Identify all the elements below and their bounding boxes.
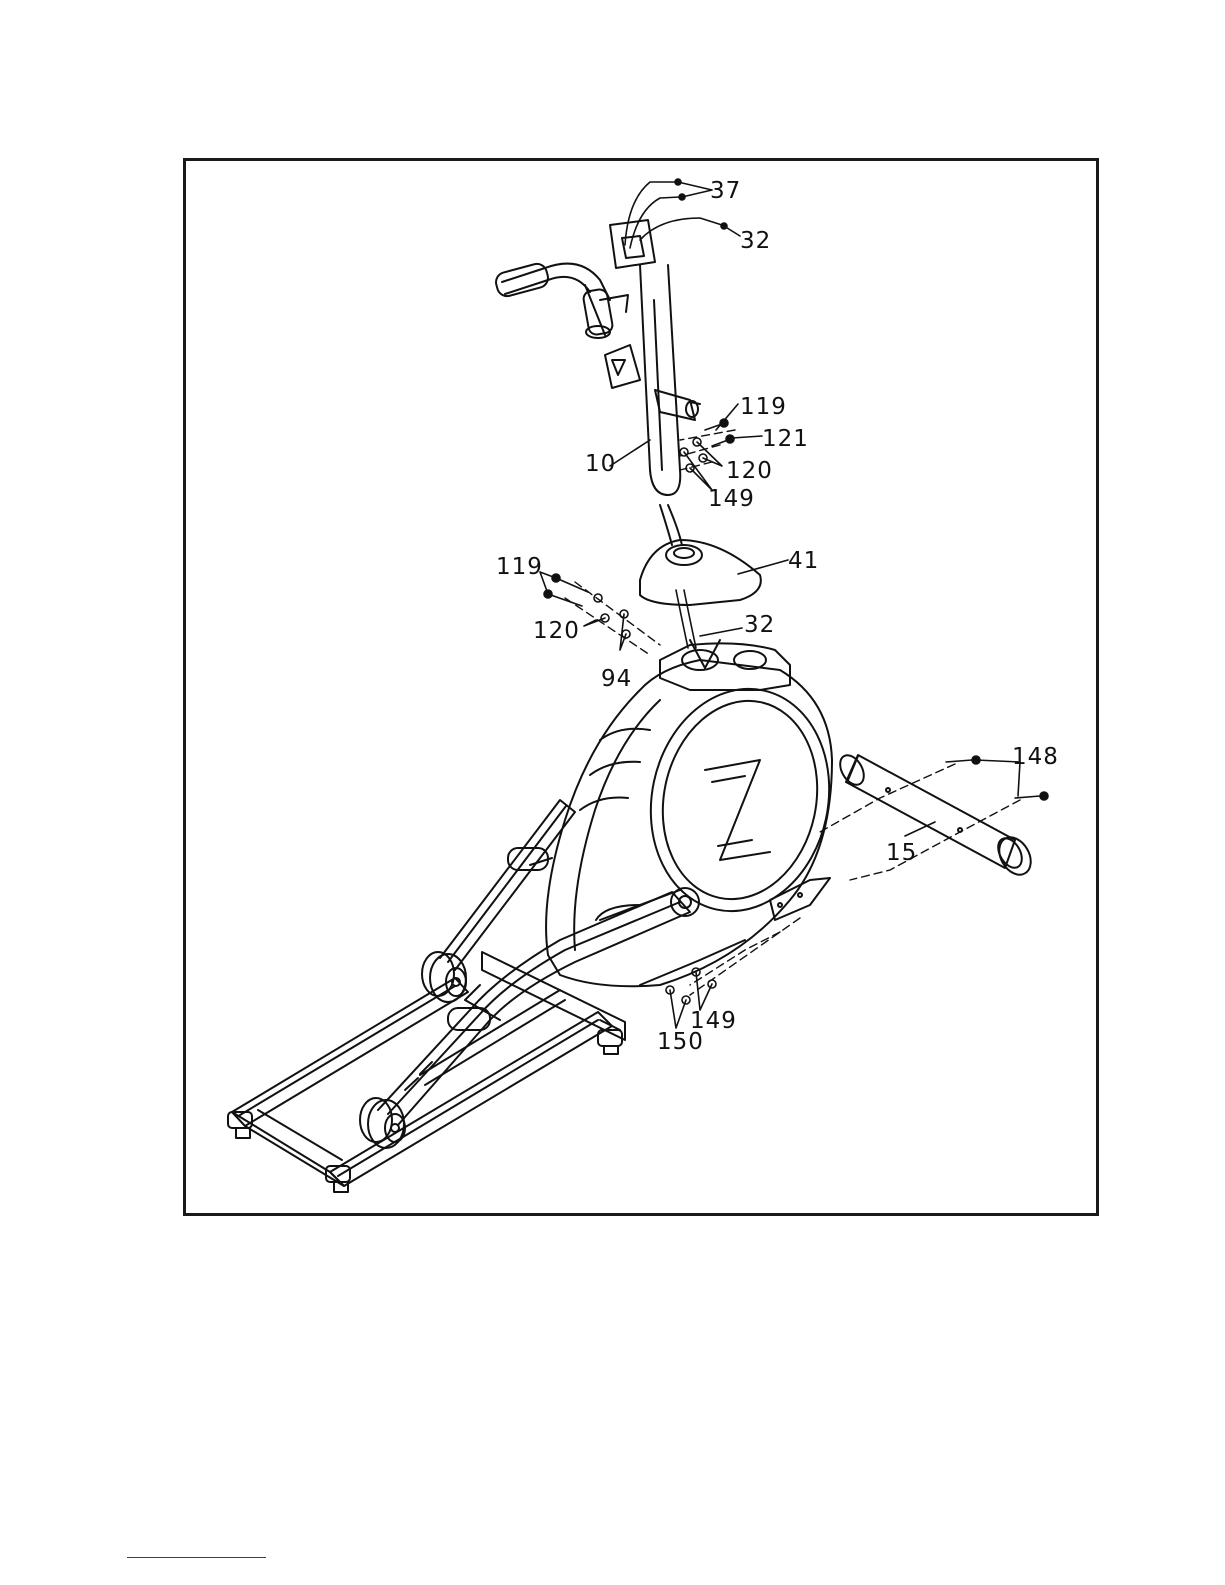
label-10: 10 xyxy=(585,451,616,477)
label-15: 15 xyxy=(886,840,917,866)
assembly-lines xyxy=(565,430,1020,995)
label-94: 94 xyxy=(601,666,632,692)
label-148: 148 xyxy=(1012,744,1059,770)
handlebar xyxy=(494,262,628,338)
label-32-top: 32 xyxy=(740,228,771,254)
flywheel-cover xyxy=(631,672,850,928)
pedal-arm-right xyxy=(378,892,690,1125)
leader-lines xyxy=(540,182,1020,1028)
label-119-top: 119 xyxy=(740,394,787,420)
label-41: 41 xyxy=(788,548,819,574)
shroud xyxy=(546,660,832,986)
label-119-left: 119 xyxy=(496,554,543,580)
footer-link-underline[interactable] xyxy=(127,1557,266,1558)
part-labels: 37 32 119 121 10 120 149 41 119 32 120 9… xyxy=(496,178,1059,1055)
front-stabilizer xyxy=(835,751,1037,880)
label-37: 37 xyxy=(710,178,741,204)
pedal-arm-left xyxy=(440,800,575,970)
label-120-left: 120 xyxy=(533,618,580,644)
label-121: 121 xyxy=(762,426,809,452)
label-150: 150 xyxy=(657,1029,704,1055)
console-mast xyxy=(605,220,700,545)
label-120-top: 120 xyxy=(726,458,773,484)
label-32-mid: 32 xyxy=(744,612,775,638)
label-149-top: 149 xyxy=(708,486,755,512)
